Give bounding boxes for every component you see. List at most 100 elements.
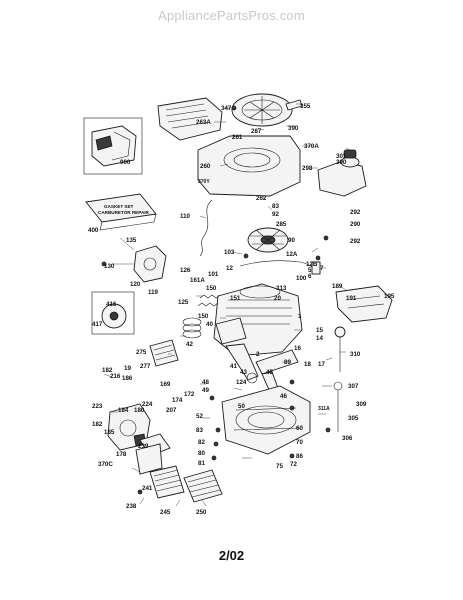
callout-207: 207	[166, 407, 177, 414]
callout-60: 60	[296, 425, 303, 432]
callout-285: 285	[276, 221, 287, 228]
callout-191: 191	[346, 295, 357, 302]
callout-14: 14	[316, 335, 323, 342]
callout-110: 110	[180, 213, 191, 220]
callout-416: 416	[106, 301, 117, 308]
callout-174: 174	[172, 397, 183, 404]
callout-151: 151	[230, 295, 241, 302]
callout-126: 126	[180, 267, 191, 274]
callout-15: 15	[316, 327, 323, 334]
callout-5: 5	[308, 267, 312, 274]
callout-18: 18	[304, 361, 311, 368]
callout-161a: 161A	[190, 277, 205, 284]
callout-178: 178	[116, 451, 127, 458]
dipstick-tube	[333, 326, 346, 432]
callout-216: 216	[110, 373, 121, 380]
callout-49: 49	[202, 387, 209, 394]
callout-300: 300	[336, 159, 347, 166]
callout-75: 75	[276, 463, 283, 470]
callout-72: 72	[290, 461, 297, 468]
blower-housing-cover	[157, 97, 223, 141]
watermark: AppliancePartsPros.com	[158, 8, 305, 23]
callout-241: 241	[142, 485, 153, 492]
air-filter-cover	[183, 469, 223, 503]
callout-150-b: 150	[198, 313, 209, 320]
callout-309: 309	[356, 401, 367, 408]
filter-housing	[135, 443, 163, 475]
callout-89: 89	[284, 359, 291, 366]
valve-springs	[197, 294, 221, 307]
callout-370: 370Y	[198, 179, 210, 185]
callout-52: 52	[196, 413, 203, 420]
gasket-box-label-1: GASKET SET	[104, 204, 134, 209]
piston-rings	[182, 317, 202, 339]
callout-400: 400	[88, 227, 99, 234]
callout-41: 41	[230, 363, 237, 370]
callout-20: 20	[274, 295, 281, 302]
engine-assembly-thumbnail	[83, 117, 143, 175]
control-bracket	[335, 285, 393, 323]
leader-lines	[103, 103, 351, 507]
callout-70: 70	[296, 439, 303, 446]
callout-17: 17	[318, 361, 325, 368]
callout-150-a: 150	[206, 285, 217, 292]
callout-417: 417	[92, 321, 103, 328]
engine-sump	[221, 385, 311, 455]
callout-6: 6	[308, 273, 312, 280]
callout-390: 390	[288, 125, 299, 132]
callout-81: 81	[198, 460, 205, 467]
callout-42: 42	[186, 341, 193, 348]
callout-250: 250	[196, 509, 207, 516]
callout-263a: 263A	[196, 119, 211, 126]
callout-83-b: 83	[196, 427, 203, 434]
callout-92: 92	[272, 211, 279, 218]
callout-124: 124	[236, 379, 247, 386]
callout-277: 277	[140, 363, 151, 370]
callout-239: 239	[138, 443, 149, 450]
part-callouts: 347 355 263A 287 261 390 370A 900 260 37…	[88, 103, 395, 516]
callout-50: 50	[238, 403, 245, 410]
callout-135: 135	[126, 237, 137, 244]
rewind-starter	[231, 93, 303, 127]
callout-292-b: 292	[350, 238, 361, 245]
callout-125: 125	[178, 299, 189, 306]
carburetor-bracket	[133, 245, 167, 283]
callout-184: 184	[118, 407, 129, 414]
callout-12b: 12B	[306, 261, 318, 268]
gasket-set-box: GASKET SET CARBURETOR REPAIR	[85, 193, 157, 231]
callout-275: 275	[136, 349, 147, 356]
callout-103: 103	[224, 249, 235, 256]
callout-130: 130	[104, 263, 115, 270]
callout-261: 261	[232, 134, 243, 141]
callout-347: 347	[221, 105, 232, 112]
callout-182-b: 182	[92, 421, 103, 428]
callout-186: 186	[122, 375, 133, 382]
page-number: 2/02	[218, 548, 245, 563]
muffler-shield	[149, 339, 179, 367]
callout-40: 40	[206, 321, 213, 328]
connecting-rod	[225, 343, 259, 384]
callout-355: 355	[300, 103, 311, 110]
callout-238: 238	[126, 503, 137, 510]
callout-245: 245	[160, 509, 171, 516]
blower-housing	[197, 135, 301, 197]
callout-45: 45	[266, 369, 273, 376]
callout-83: 83	[272, 203, 279, 210]
callout-310: 310	[350, 351, 361, 358]
callout-182-a: 182	[102, 367, 113, 374]
crankshaft	[255, 349, 299, 393]
callout-180: 180	[134, 407, 145, 414]
callout-287: 287	[251, 128, 262, 135]
callout-311a: 311A	[318, 406, 330, 412]
callout-46: 46	[280, 393, 287, 400]
callout-19: 19	[124, 365, 131, 372]
callout-120: 120	[130, 281, 141, 288]
callout-298: 298	[302, 165, 313, 172]
callout-195: 195	[384, 293, 395, 300]
callout-224: 224	[142, 401, 153, 408]
callout-370c: 370C	[98, 461, 113, 468]
callout-2: 2	[256, 351, 260, 358]
callout-43: 43	[240, 369, 247, 376]
cylinder-block	[213, 283, 303, 357]
